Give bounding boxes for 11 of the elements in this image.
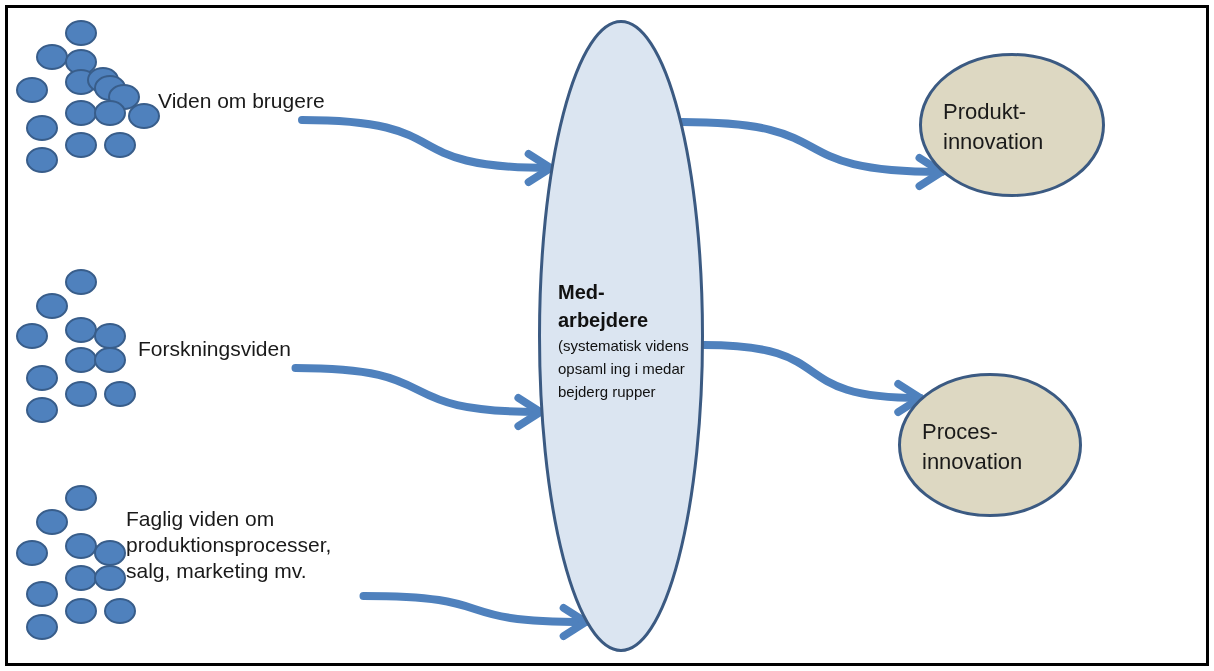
- employees-ellipse: [538, 20, 704, 652]
- innovation-circle: [898, 373, 1082, 517]
- knowledge-source-label: Viden om brugere: [158, 88, 398, 114]
- ellipse-body-text: (systematisk vidensopsaml ing i medarbejderg rupper: [558, 336, 690, 402]
- knowledge-source-label: Faglig viden om produktionsprocesser, salg, marketing mv.: [126, 506, 376, 584]
- circle-label: Produkt- innovation: [943, 98, 1045, 156]
- ellipse-heading: Med- arbejdere: [558, 280, 650, 333]
- circle-label: Proces- innovation: [922, 418, 1024, 476]
- innovation-circle: [919, 53, 1105, 197]
- knowledge-source-label: Forskningsviden: [138, 336, 348, 362]
- curved-arrow: [359, 592, 590, 640]
